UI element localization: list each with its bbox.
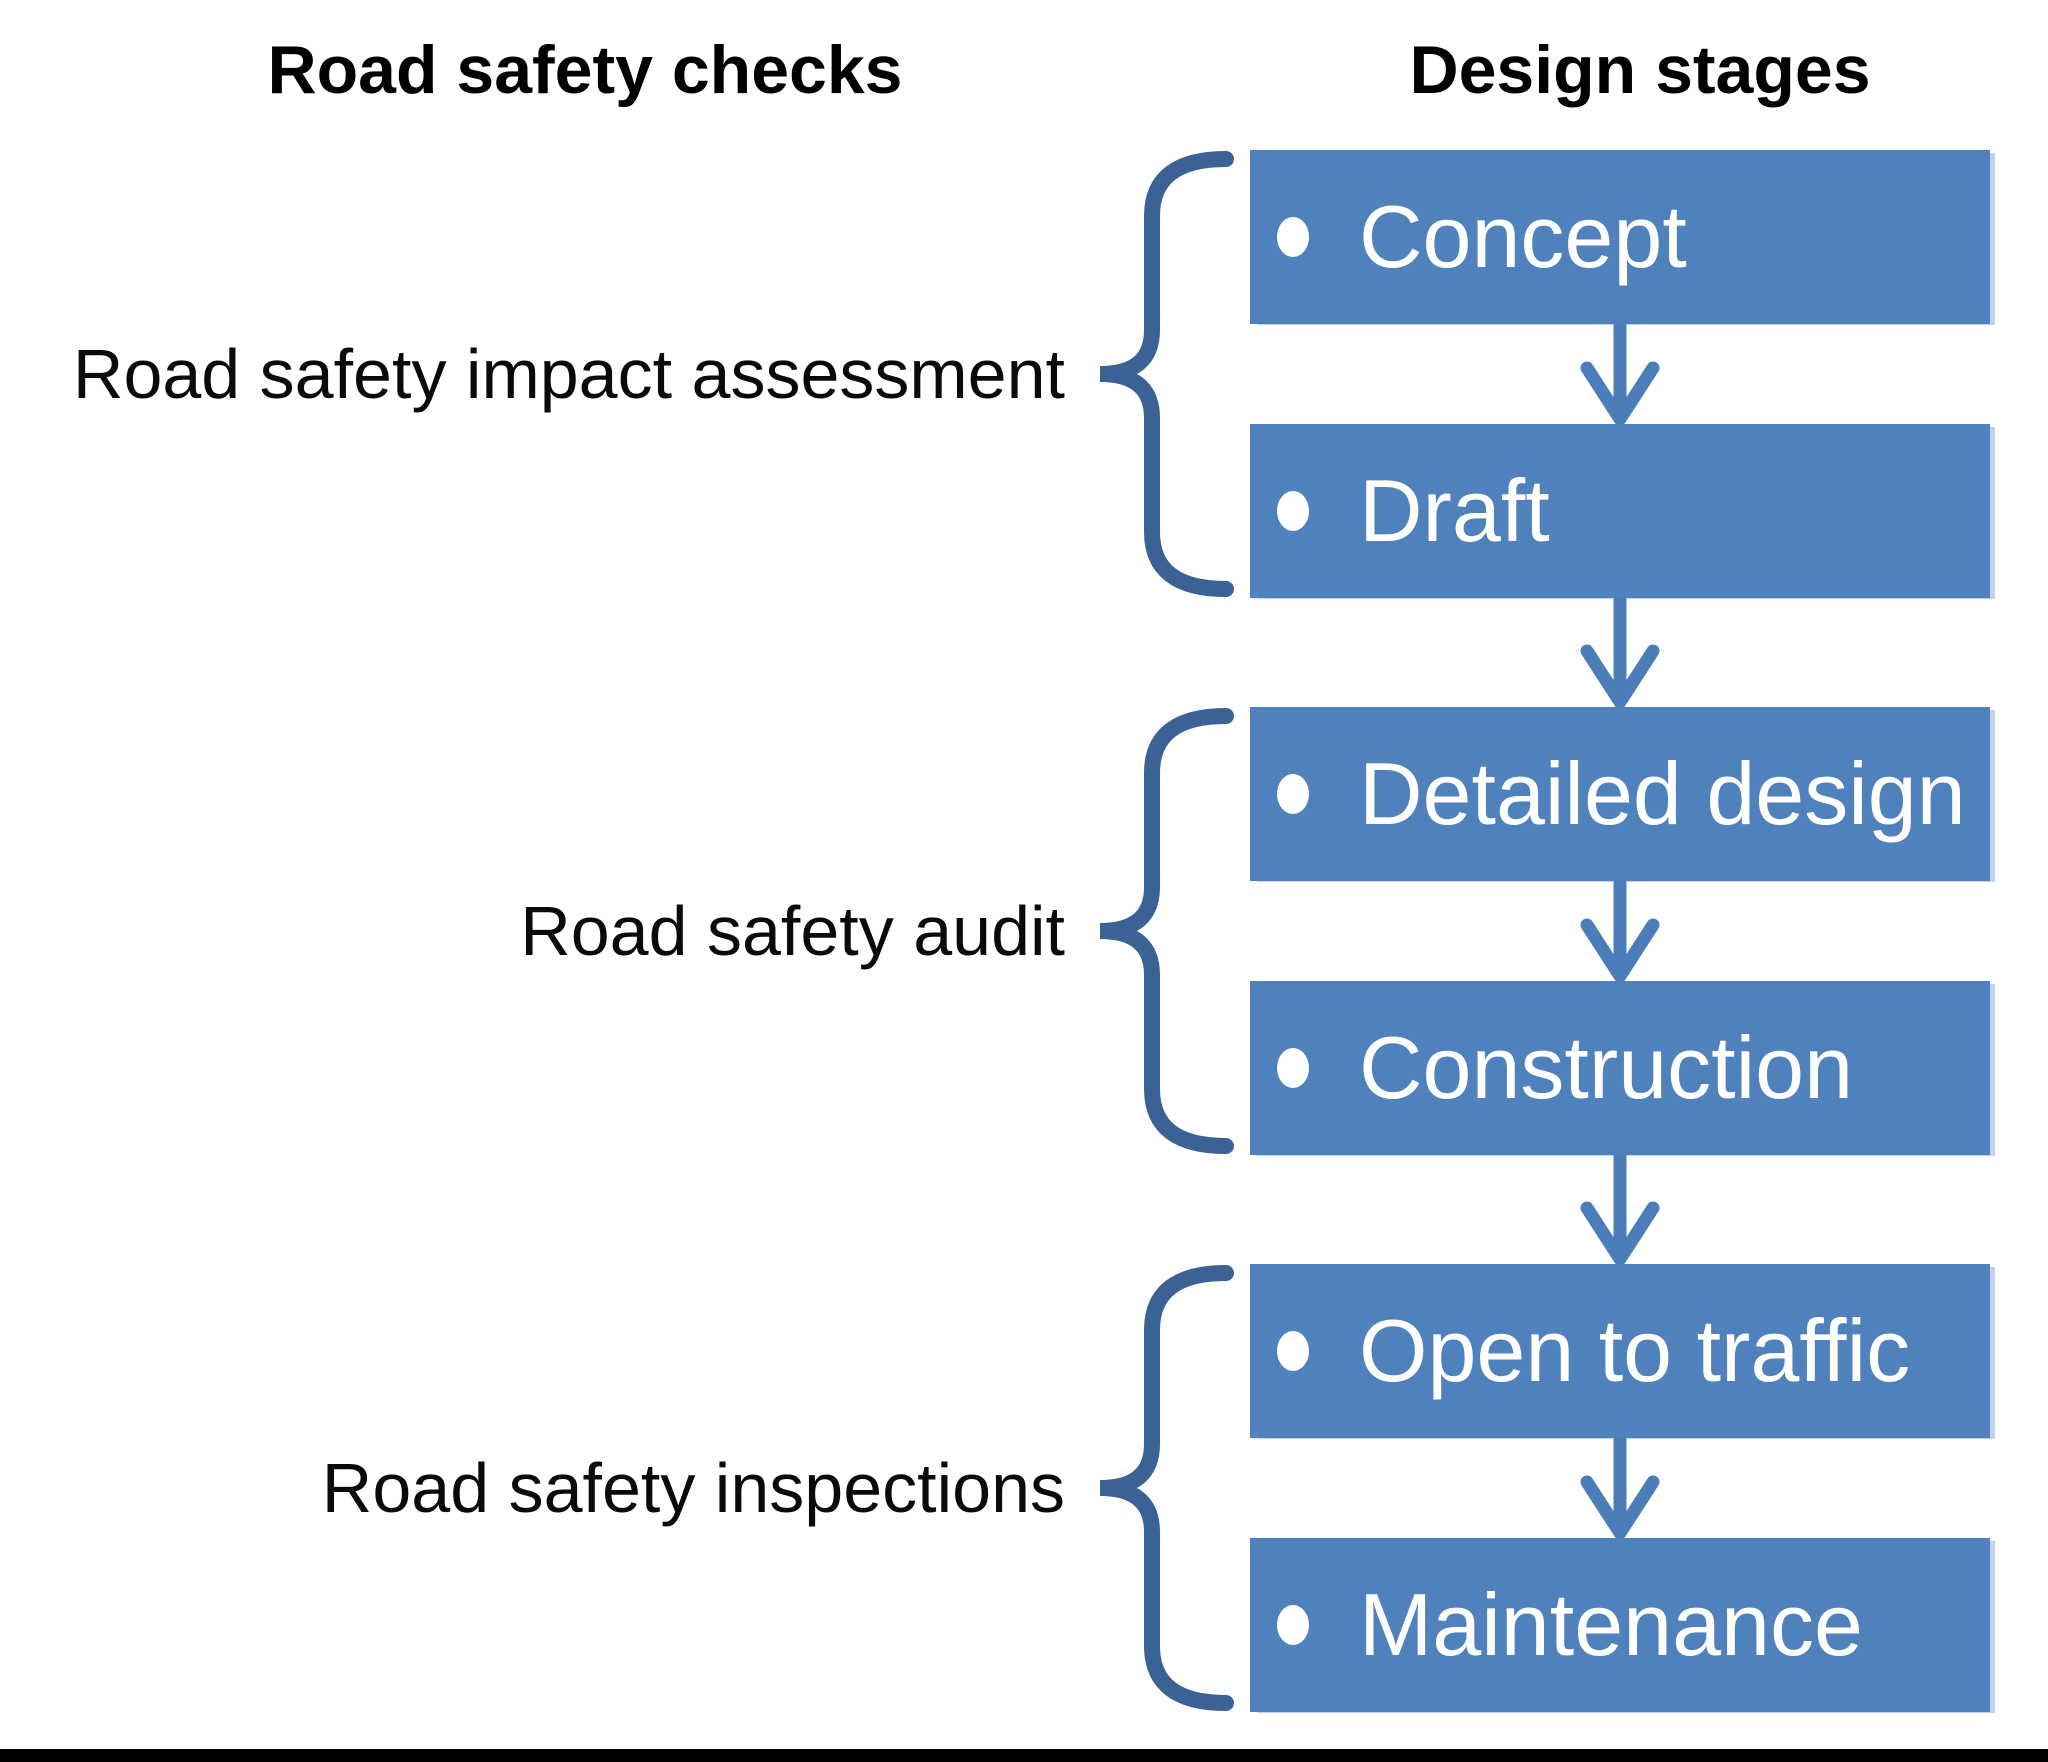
- down-arrow-icon: [1580, 598, 1660, 707]
- stage-label: Construction: [1359, 1018, 1854, 1117]
- stage-label: Open to traffic: [1359, 1301, 1911, 1400]
- check-label-impact-assessment: Road safety impact assessment: [72, 335, 1065, 413]
- bottom-rule: [0, 1749, 2048, 1762]
- stage-box-open-to-traffic: Open to traffic: [1250, 1264, 1990, 1438]
- stage-box-detailed-design: Detailed design: [1250, 707, 1990, 881]
- down-arrow-icon: [1580, 881, 1660, 981]
- stage-label: Draft: [1359, 461, 1550, 560]
- stage-label: Concept: [1359, 187, 1687, 286]
- down-arrow-icon: [1580, 1438, 1660, 1538]
- stage-box-maintenance: Maintenance: [1250, 1538, 1990, 1712]
- left-curly-brace-icon: [1099, 151, 1234, 597]
- bullet-icon: [1277, 1331, 1309, 1371]
- column-header-design-stages: Design stages: [1409, 32, 1871, 108]
- stage-box-draft: Draft: [1250, 424, 1990, 598]
- bullet-icon: [1277, 1048, 1309, 1088]
- bullet-icon: [1277, 774, 1309, 814]
- bullet-icon: [1277, 217, 1309, 257]
- stage-label: Maintenance: [1359, 1575, 1863, 1674]
- bullet-icon: [1277, 491, 1309, 531]
- stage-box-concept: Concept: [1250, 150, 1990, 324]
- stage-box-construction: Construction: [1250, 981, 1990, 1155]
- left-curly-brace-icon: [1099, 708, 1234, 1154]
- down-arrow-icon: [1580, 324, 1660, 424]
- check-label-audit: Road safety audit: [520, 892, 1065, 970]
- left-curly-brace-icon: [1099, 1265, 1234, 1711]
- down-arrow-icon: [1580, 1155, 1660, 1264]
- column-header-road-safety-checks: Road safety checks: [267, 32, 903, 108]
- bullet-icon: [1277, 1605, 1309, 1645]
- stage-label: Detailed design: [1359, 744, 1966, 843]
- check-label-inspections: Road safety inspections: [321, 1449, 1065, 1527]
